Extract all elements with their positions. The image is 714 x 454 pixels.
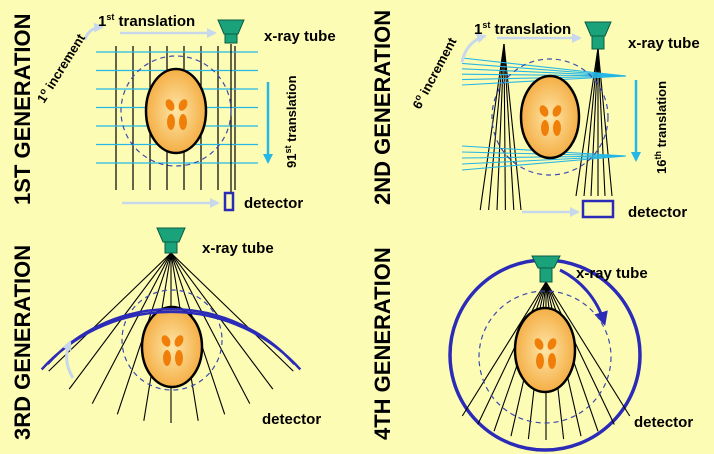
gen3-fan-beam <box>48 252 172 372</box>
gen4-rotate-arrow <box>559 268 608 326</box>
gen3-fan-beam <box>68 252 172 390</box>
gen2-tube-label: x-ray tube <box>628 35 700 52</box>
gen3-fan-beams <box>48 252 294 423</box>
gen2-rotate-arrow <box>460 33 487 63</box>
gen4-fan-beam <box>461 281 547 417</box>
gen3-phantom <box>140 305 204 389</box>
gen4-scan-circle <box>478 290 612 424</box>
gen2-left-fan-beam <box>503 43 515 211</box>
gen2-left-fan-beam <box>496 43 505 211</box>
gen3-fan-beam <box>170 252 294 372</box>
gen2-right-fan-beam <box>583 47 599 197</box>
gen3-fan-beam <box>170 252 274 390</box>
gen1-translation-label: 1st translation <box>98 12 195 30</box>
gen1-xray-tube-icon <box>217 19 245 44</box>
gen1-scan-circle <box>120 55 232 167</box>
gen3-tube-label: x-ray tube <box>202 240 274 257</box>
panel-gen1: 1ST GENERATION 1st translation 1o increm… <box>10 12 336 212</box>
gen1-phantom <box>144 67 208 155</box>
panel-gen2: 2ND GENERATION 1st translation 6o increm… <box>370 10 700 221</box>
gen3-fan-beam <box>91 252 172 404</box>
gen2-left-fan-beam <box>488 43 505 211</box>
gen2-upper-blue-beam <box>461 62 627 77</box>
gen2-upper-blue-beam <box>461 57 627 77</box>
gen3-xray-tube-icon <box>156 227 186 254</box>
gen2-phantom <box>519 74 581 160</box>
gen4-phantom <box>513 306 577 394</box>
gen4-fan-beam <box>477 281 547 425</box>
gen2-upper-blue-beam <box>461 68 627 77</box>
gen2-title: 2ND GENERATION <box>370 10 395 205</box>
gen3-scan-circle <box>121 289 223 391</box>
gen3-fan-beam <box>170 252 251 404</box>
gen4-detector-label: detector <box>634 414 693 431</box>
gen1-detector-label: detector <box>244 195 303 212</box>
gen4-xray-tube-icon <box>531 255 561 283</box>
gen1-title: 1ST GENERATION <box>10 13 35 205</box>
gen1-detector-icon <box>223 191 235 212</box>
gen2-left-fan-beam <box>479 43 505 211</box>
gen4-fan-beam <box>545 281 631 417</box>
gen2-left-fan-beam <box>503 43 522 211</box>
gen2-detector-icon <box>581 199 615 219</box>
gen3-detector-arc <box>40 307 302 371</box>
gen1-tube-label: x-ray tube <box>264 28 336 45</box>
gen1-vertical-translation-label: 91st translation <box>283 75 299 168</box>
gen1-organs <box>165 99 188 130</box>
gen2-organs <box>539 105 562 136</box>
gen3-title: 3RD GENERATION <box>10 245 35 440</box>
gen4-fan-beam <box>545 281 615 425</box>
gen2-lower-blue-beam <box>461 155 627 171</box>
panel-gen4: 4TH GENERATION x-ray tube detector <box>370 247 693 452</box>
gen2-increment-label: 6o increment <box>409 34 460 111</box>
gen2-vertical-translation-label: 16th translation <box>653 81 669 174</box>
gen2-scan-circle <box>491 58 609 176</box>
gen2-translation-label: 1st translation <box>474 20 571 38</box>
gen3-rotate-arrow <box>62 340 75 379</box>
gen2-right-fan-beam <box>597 47 613 197</box>
gen2-xray-tube-icon <box>584 21 612 50</box>
gen2-right-fan-beam <box>597 47 606 197</box>
gen2-detector-label: detector <box>628 204 687 221</box>
gen4-organs <box>534 338 557 369</box>
gen3-detector-label: detector <box>262 411 321 428</box>
gen1-rotate-arrow <box>83 22 104 41</box>
panel-gen3: 3RD GENERATION x-ray tube detector <box>10 227 321 440</box>
gen4-title: 4TH GENERATION <box>370 247 395 440</box>
gen2-lower-blue-beam <box>461 155 627 165</box>
gen2-upper-blue-beam <box>461 73 627 77</box>
gen3-organs <box>161 335 184 366</box>
gen1-increment-label: 1o increment <box>33 30 89 106</box>
gen4-tube-label: x-ray tube <box>576 265 648 282</box>
gen2-left-fan-beam <box>503 43 506 211</box>
